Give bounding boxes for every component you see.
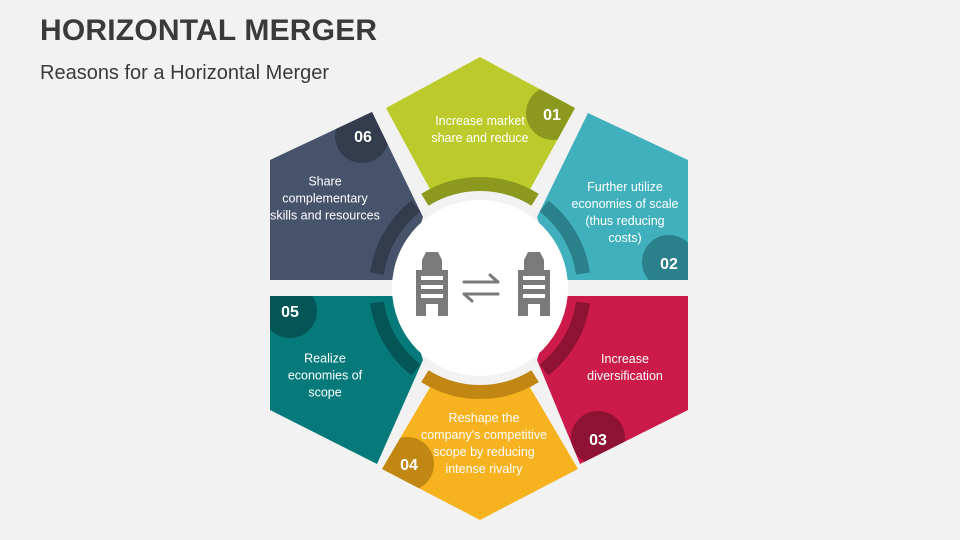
segment-inner-arc [370, 301, 421, 376]
segment-label-line: Further utilize [587, 180, 663, 194]
segment-label-line: economies of scale [571, 197, 678, 211]
segment-number: 03 [589, 432, 607, 449]
segment-number: 01 [543, 107, 561, 124]
segment-number: 02 [660, 256, 678, 273]
segment-number: 05 [281, 304, 299, 321]
segment-01: 01 Increase market share and reduce [386, 57, 575, 206]
segment-label-line: company's competitive [421, 428, 547, 442]
page-title: HORIZONTAL MERGER [40, 14, 378, 47]
segment-label-line: (thus reducing [585, 214, 664, 228]
number-badge [270, 296, 317, 338]
segment-label-line: economies of [288, 368, 363, 382]
segment-number: 06 [354, 129, 372, 146]
segment-label-line: Increase market [435, 114, 525, 128]
center-circle [392, 200, 568, 376]
segment-label-line: Reshape the [449, 411, 520, 425]
segment-label-line: costs) [608, 231, 641, 245]
segment-label-line: skills and resources [270, 208, 380, 222]
segment-shape [386, 57, 575, 193]
segment-04: 04 Reshape the company's competitive scope … [382, 370, 578, 520]
segment-inner-arc [539, 301, 590, 376]
segment-inner-arc [421, 177, 539, 206]
segment-shape [382, 384, 578, 520]
segment-inner-arc [539, 200, 590, 275]
segment-label-line: share and reduce [431, 131, 528, 145]
segment-inner-arc [421, 370, 539, 399]
segment-label-line: Share [308, 174, 341, 188]
segment-label-line: scope [308, 385, 341, 399]
segment-label-line: diversification [587, 369, 663, 383]
segment-label-line: Realize [304, 351, 346, 365]
segment-label-line: Increase [601, 352, 649, 366]
segment-02: 02 Further utilize economies of scale (thus… [537, 113, 688, 280]
exchange-arrows-icon [462, 273, 500, 303]
segments-layer: 01 Increase market share and reduce 02 Furth… [270, 57, 688, 520]
segment-03: 03 Increase diversification [537, 296, 688, 464]
building-icon [416, 252, 448, 316]
number-badge [642, 235, 688, 280]
segment-label-line: complementary [282, 191, 368, 205]
center-icons [416, 252, 550, 316]
segment-number: 04 [400, 457, 418, 474]
page-subtitle: Reasons for a Horizontal Merger [40, 62, 330, 84]
segment-inner-arc [370, 200, 421, 275]
segment-label-line: scope by reducing [433, 445, 535, 459]
building-icon [518, 252, 550, 316]
segment-label-line: intense rivalry [445, 462, 523, 476]
